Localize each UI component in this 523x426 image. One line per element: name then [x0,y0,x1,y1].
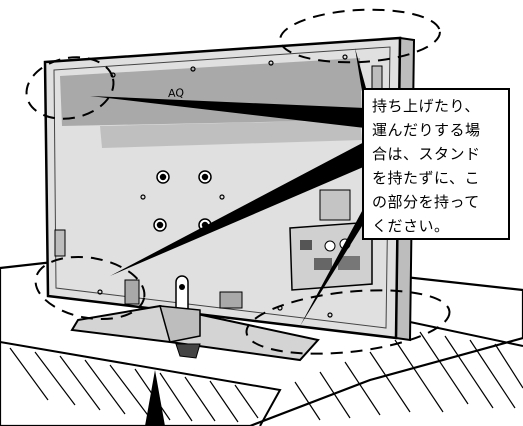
grip-marker-top-left [25,56,115,120]
callout-line-4: を持たずに、こ [372,169,481,187]
table-hatch [9,331,523,423]
callout-line-2: 運んだりする場 [372,121,481,139]
grip-marker-bottom-right [245,289,451,355]
grip-marker-bottom-left [34,255,146,321]
tv-stand [70,304,320,362]
callout-line-5: の部分を持って [372,193,480,211]
callout-line-3: 合は、スタンド [372,145,481,163]
tv-logo: AQ [168,86,184,100]
tv-back-panel: AQ [43,36,402,340]
callout-line-1: 持ち上げたり、 [372,97,480,115]
grip-area-markers [25,8,451,355]
handling-instruction-callout: 持ち上げたり、 運んだりする場 合は、スタンド を持たずに、こ の部分を持って … [362,88,510,240]
callout-line-6: ください。 [372,217,450,235]
grip-marker-top-right [279,8,441,64]
pointer-wedges [90,48,372,426]
